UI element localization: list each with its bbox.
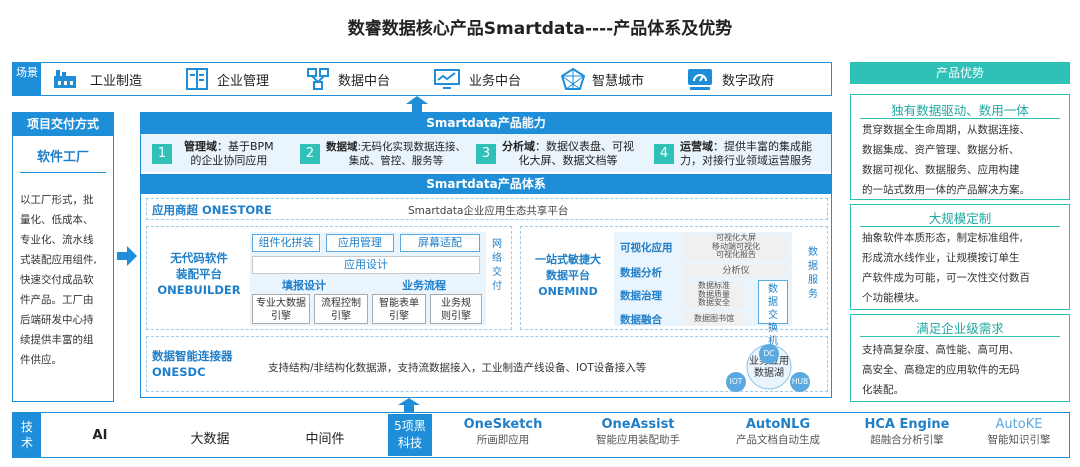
scene-industry: 工业制造: [52, 64, 142, 94]
builder-design: 应用设计: [252, 256, 480, 274]
advantage-divider: [860, 118, 1060, 119]
delivery-header: 项目交付方式: [12, 112, 114, 136]
scene-data-platform: 数据中台: [306, 64, 390, 94]
onesdc-box: [146, 336, 828, 392]
tech-item: AI: [92, 428, 108, 443]
mind-row-label: 数据治理: [620, 290, 662, 302]
engine-card: 智能表单引擎: [372, 294, 426, 324]
advantage-title: 独有数据驱动、数用一体: [891, 103, 1029, 118]
mind-row-items: 可视化大屏移动端可视化可视化报告: [684, 233, 788, 260]
mind-row-label: 可视化应用: [620, 242, 673, 254]
advantage-text: 贯穿数据全生命周期，从数据连接、数据集成、资产管理、数据分析、数据可视化、数据服…: [862, 124, 1030, 196]
tech-item: 中间件: [305, 432, 345, 447]
capability-item: 2 数据域:无码化实现数据连接、集成、管控、服务等: [300, 138, 480, 170]
builder-chip: 应用管理: [326, 234, 394, 252]
onemind-box: [520, 226, 828, 330]
capability-item: 4 运营域：提供丰富的集成能力，对接行业领域运营服务: [654, 138, 830, 170]
scene-management: 企业管理: [185, 64, 269, 94]
monitor-chart-icon: [434, 69, 460, 89]
delivery-text: 以工厂形式，批量化、低成本、专业化、流水线式装配应用组件,快速交付成品软件产品。…: [20, 194, 97, 366]
advantage-card: [850, 204, 1070, 310]
right-arrow-icon: [117, 246, 137, 266]
capability-number: 1: [152, 144, 172, 164]
up-arrow-icon: [398, 398, 420, 412]
advantage-divider: [860, 336, 1060, 337]
up-arrow-icon: [406, 96, 428, 112]
scene-label: 企业管理: [217, 73, 270, 89]
advantage-card: [850, 314, 1070, 402]
advantage-title: 大规模定制: [928, 211, 992, 226]
advantage-title: 满足企业级需求: [916, 321, 1004, 336]
builder-chip: 屏幕适配: [400, 234, 480, 252]
builder-chip: 组件化拼装: [252, 234, 320, 252]
delivery-divider: [20, 172, 106, 173]
onestore-box: [146, 198, 828, 220]
advantage-card: [850, 94, 1070, 200]
capability-item: 3 分析域：数据仪表盘、可视化大屏、数据文档等: [476, 138, 651, 170]
engine-card: 专业大数据引擎: [252, 294, 310, 324]
data-service: 数据服务: [808, 247, 818, 300]
onebuilder-box: [146, 226, 512, 330]
scene-label: 智慧城市: [592, 73, 645, 89]
gauge-monitor-icon: [688, 69, 712, 90]
tech-badge: 5项黑科技: [388, 414, 432, 456]
scene-digital-gov: 数字政府: [686, 64, 774, 94]
hub-badge: HUB: [790, 372, 810, 392]
advantage-divider: [860, 226, 1060, 227]
advantage-text: 抽象软件本质形态，制定标准组件,形成流水线作业，让规模按订单生产软件成为可能，可…: [862, 232, 1030, 304]
scenes-label: 场景: [13, 63, 41, 95]
engine-card: 业务规则引擎: [430, 294, 482, 324]
tech-item: 大数据: [190, 432, 230, 447]
iot-badge: IOT: [726, 372, 746, 392]
onestore-desc: Smartdata企业应用生态共享平台: [408, 205, 569, 217]
mind-row-items: 数据图书馆: [684, 312, 744, 325]
dc-badge: DC: [759, 344, 779, 364]
builder-fill: 填报设计: [282, 279, 326, 292]
data-exchange: 数据交换机: [758, 280, 788, 347]
mind-row-label: 数据融合: [620, 314, 662, 326]
globe-icon: [560, 67, 586, 90]
document-grid-icon: [186, 68, 208, 90]
page-title: 数睿数据核心产品Smartdata----产品体系及优势: [347, 19, 733, 39]
mind-row-items: 数据标准数据质量数据安全: [684, 281, 744, 308]
capability-number: 2: [300, 144, 320, 164]
capability-number: 3: [476, 144, 496, 164]
advantage-text: 支持高复杂度、高性能、高可用、高安全、高稳定的应用软件的无码化装配。: [862, 344, 1020, 396]
scene-business-platform: 业务中台: [433, 64, 521, 94]
builder-flow: 业务流程: [402, 279, 446, 292]
scene-label: 业务中台: [469, 73, 522, 89]
capability-number: 4: [654, 144, 674, 164]
mind-row-label: 数据分析: [620, 267, 662, 279]
tech-bar: [12, 412, 1070, 458]
engine-card: 流程控制引擎: [314, 294, 368, 324]
scene-label: 数字政府: [722, 73, 775, 89]
capability-title: Smartdata产品能力: [140, 112, 832, 134]
onestore-name: 应用商超 ONESTORE: [152, 203, 272, 217]
network-icon: [307, 68, 329, 90]
factory-icon: [54, 70, 76, 88]
scene-label: 工业制造: [90, 73, 143, 89]
network-delivery: 网络交付: [492, 239, 502, 292]
system-title: Smartdata产品体系: [140, 174, 832, 194]
scene-label: 数据中台: [338, 73, 391, 89]
mind-row-items: 分析仪: [684, 264, 788, 278]
tech-label: 技术: [13, 413, 41, 457]
delivery-name: 软件工厂: [36, 150, 89, 165]
onesdc-desc: 支持结构/非结构化数据源，支持流数据接入，工业制造产线设备、IOT设备接入等: [268, 362, 647, 374]
scene-smart-city: 智慧城市: [560, 64, 644, 94]
advantages-header: 产品优势: [850, 62, 1070, 84]
